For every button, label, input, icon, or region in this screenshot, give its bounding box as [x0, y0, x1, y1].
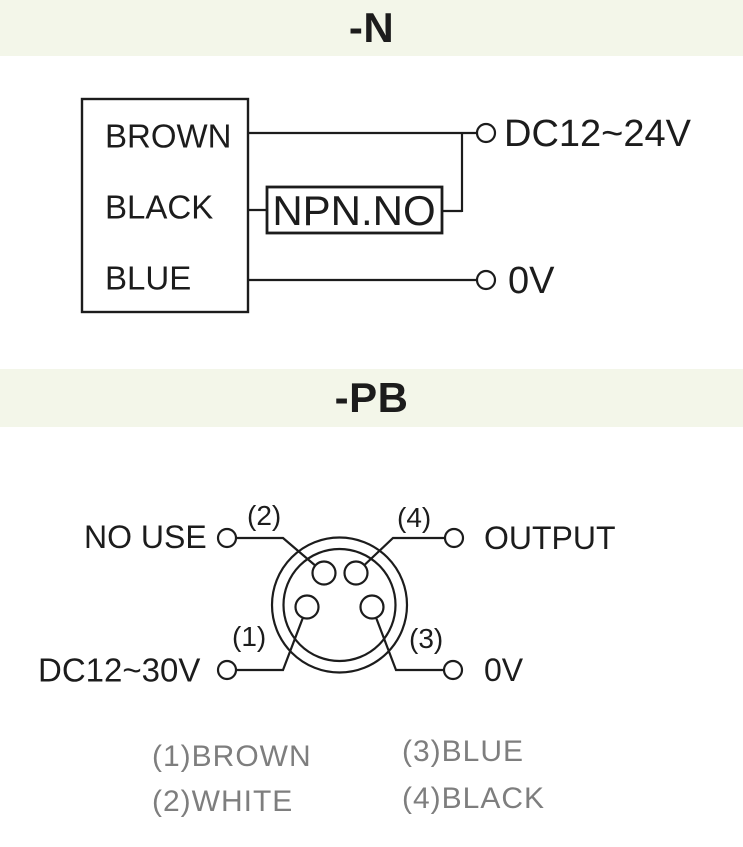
pin1-number-label: (1): [232, 621, 267, 652]
section-n-header: -N: [0, 0, 743, 56]
output-terminal-circle: [443, 527, 465, 549]
pb-power-terminal-circle: [216, 659, 238, 681]
pin1-lead: [231, 606, 309, 672]
pin1-circle: [294, 594, 320, 620]
pin2-lead: [231, 536, 325, 574]
wire-label-blue: BLUE: [105, 259, 192, 297]
output-label: OUTPUT: [484, 520, 616, 556]
pin2-number-label: (2): [247, 500, 282, 531]
legend-pin1-brown: (1)BROWN: [152, 740, 312, 773]
legend-pin3-blue: (3)BLUE: [402, 735, 525, 768]
power-terminal-label: DC12~24V: [504, 113, 691, 155]
pin3-circle: [359, 594, 385, 620]
connector-outer-ring: [270, 536, 409, 674]
pb-ground-terminal-circle: [442, 659, 464, 681]
ground-terminal-circle: [475, 269, 497, 291]
legend-pin4-black: (4)BLACK: [402, 782, 546, 815]
legend-pin2-white: (2)WHITE: [152, 785, 294, 818]
section-n-title: -N: [348, 4, 395, 51]
ground-terminal-label: 0V: [508, 260, 555, 302]
pin4-lead: [355, 536, 449, 574]
pin4-number-label: (4): [397, 502, 432, 533]
no-use-terminal-circle: [216, 527, 238, 549]
pin2-circle: [311, 560, 337, 586]
section-pb-header: -PB: [0, 369, 743, 427]
npn-block-label: NPN.NO: [272, 187, 436, 234]
sensor-body-box: [80, 97, 250, 314]
pin3-number-label: (3): [409, 623, 444, 654]
no-use-label: NO USE: [84, 519, 207, 555]
power-terminal-circle: [475, 122, 497, 144]
pb-power-label: DC12~30V: [38, 651, 201, 689]
wire-label-brown: BROWN: [105, 117, 232, 155]
pb-ground-label: 0V: [484, 652, 524, 688]
npn-block-box: [265, 185, 444, 235]
wire-label-black: BLACK: [105, 188, 214, 226]
section-pb-title: -PB: [334, 374, 409, 421]
pin3-lead: [370, 606, 448, 672]
pin4-circle: [343, 560, 369, 586]
connector-inner-ring: [282, 547, 397, 663]
